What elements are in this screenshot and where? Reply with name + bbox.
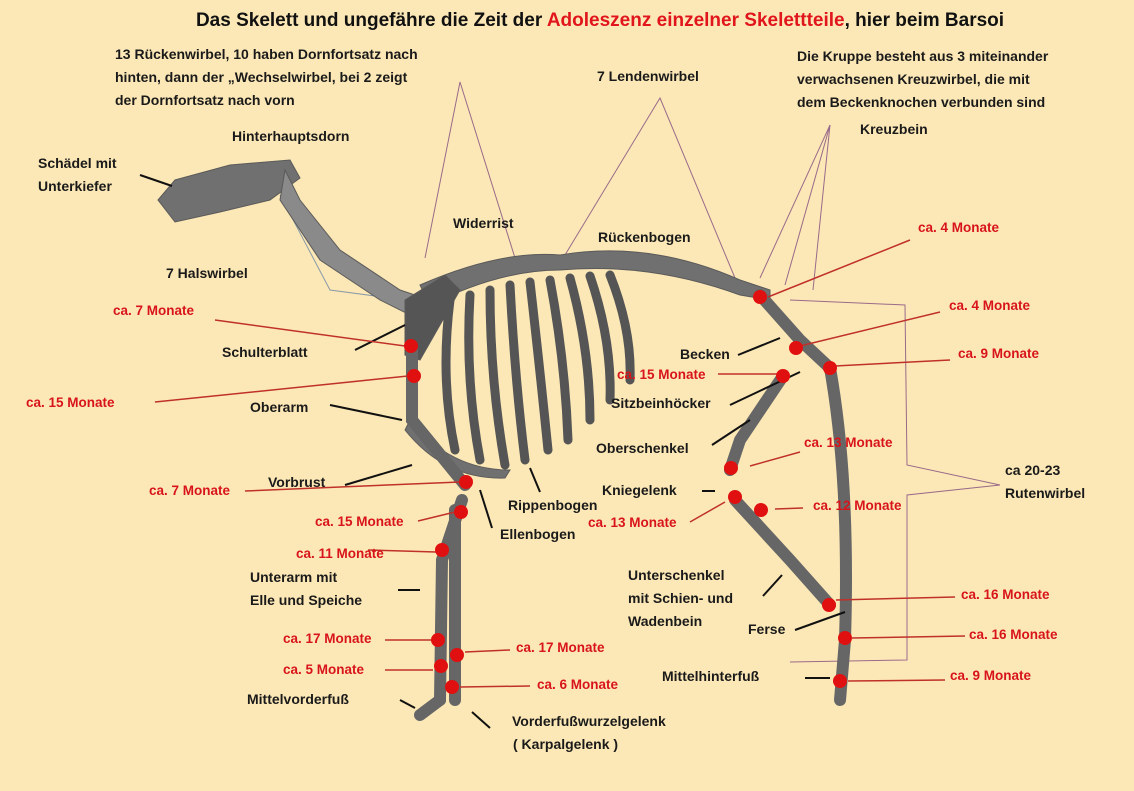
bracket-lines [279, 81, 1001, 663]
note-line: dem Beckenknochen verbunden sind [797, 94, 1046, 110]
note-lumbar: 7 Lendenwirbel [597, 68, 699, 84]
label-sitzbeinhoecker: Sitzbeinhöcker [611, 395, 711, 411]
title-text: Das Skelett und ungefähre die Zeit der [195, 10, 547, 31]
marker [776, 369, 790, 383]
spine [419, 250, 771, 306]
note-thoracic: 13 Rückenwirbel, 10 haben Dornfortsatz n… [115, 43, 418, 112]
age-label: ca. 13 Monate [804, 435, 893, 450]
ribs [441, 270, 635, 470]
label-vorbrust: Vorbrust [268, 474, 326, 490]
age-label: ca. 15 Monate [26, 395, 115, 410]
label-hinterhauptsdorn: Hinterhauptsdorn [232, 128, 350, 144]
label-line: Unterschenkel [628, 567, 725, 583]
note-line: der Dornfortsatz nach vorn [115, 92, 295, 108]
age-label: ca. 13 Monate [588, 515, 677, 530]
label-becken: Becken [680, 346, 730, 362]
label-kreuzbein: Kreuzbein [860, 121, 928, 137]
label-schulterblatt: Schulterblatt [222, 344, 308, 360]
label-rueckenbogen: Rückenbogen [598, 229, 691, 245]
age-label: ca. 9 Monate [950, 668, 1032, 683]
note-line: Die Kruppe besteht aus 3 miteinander [797, 48, 1049, 64]
marker [404, 339, 418, 353]
age-label: ca. 16 Monate [961, 587, 1050, 602]
label-ellenbogen: Ellenbogen [500, 526, 576, 542]
marker [407, 369, 421, 383]
age-label: ca. 17 Monate [516, 640, 605, 655]
label-oberarm: Oberarm [250, 399, 309, 415]
marker [450, 648, 464, 662]
label-vorderfusswurzel: Vorderfußwurzelgelenk ( Karpalgelenk ) [512, 710, 666, 756]
label-line: ( Karpalgelenk ) [513, 736, 619, 752]
note-line: verwachsenen Kreuzwirbel, die mit [797, 71, 1030, 87]
age-label: ca. 5 Monate [283, 662, 365, 677]
marker [833, 674, 847, 688]
label-line: Rutenwirbel [1005, 485, 1086, 501]
age-label: ca. 4 Monate [918, 220, 1000, 235]
age-label: ca. 12 Monate [813, 498, 902, 513]
label-line: ca 20-23 [1005, 462, 1061, 478]
skeleton [157, 159, 852, 721]
age-label: ca. 6 Monate [537, 677, 619, 692]
label-line: Vorderfußwurzelgelenk [512, 713, 666, 729]
label-ferse: Ferse [748, 621, 786, 637]
marker [431, 633, 445, 647]
growth-plate-markers [404, 290, 852, 694]
marker [822, 598, 836, 612]
label-line: Schädel mit [38, 155, 117, 171]
note-line: hinten, dann der „Wechselwirbel, bei 2 z… [115, 69, 408, 85]
marker [753, 290, 767, 304]
hind-leg [724, 289, 852, 706]
age-label: ca. 15 Monate [315, 514, 404, 529]
age-label: ca. 11 Monate [296, 546, 384, 561]
age-label: ca. 7 Monate [149, 483, 231, 498]
label-halswirbel: 7 Halswirbel [166, 265, 248, 281]
marker [789, 341, 803, 355]
age-label: ca. 4 Monate [949, 298, 1031, 313]
label-line: Unterarm mit [250, 569, 338, 585]
marker [823, 361, 837, 375]
label-line: mit Schien- und [628, 590, 733, 606]
label-kniegelenk: Kniegelenk [602, 482, 677, 498]
marker [754, 503, 768, 517]
label-line: Elle und Speiche [250, 592, 363, 608]
note-croup: Die Kruppe besteht aus 3 miteinander ver… [797, 45, 1048, 114]
label-mittelvorderfuss: Mittelvorderfuß [247, 691, 349, 707]
age-label: ca. 16 Monate [969, 627, 1058, 642]
age-label: ca. 17 Monate [283, 631, 372, 646]
skull [157, 159, 301, 223]
marker [435, 543, 449, 557]
title-text-end: , hier beim Barsoi [844, 10, 1005, 31]
label-mittelhinterfuss: Mittelhinterfuß [662, 668, 760, 684]
marker [445, 680, 459, 694]
marker [454, 505, 468, 519]
marker [724, 461, 738, 475]
label-line: Wadenbein [628, 613, 703, 629]
note-line: 13 Rückenwirbel, 10 haben Dornfortsatz n… [115, 46, 418, 62]
label-oberschenkel: Oberschenkel [596, 440, 689, 456]
title-highlight: Adoleszenz einzelner Skelettteile [546, 10, 845, 31]
marker [728, 490, 742, 504]
page-title: Das Skelett und ungefähre die Zeit der A… [0, 10, 1134, 32]
label-line: Unterkiefer [38, 178, 112, 194]
marker [838, 631, 852, 645]
marker [434, 659, 448, 673]
marker [459, 475, 473, 489]
label-widerrist: Widerrist [453, 215, 514, 231]
label-rippenbogen: Rippenbogen [508, 497, 598, 513]
age-label: ca. 9 Monate [958, 346, 1040, 361]
age-label: ca. 7 Monate [113, 303, 195, 318]
leader-lines [154, 239, 966, 688]
age-label: ca. 15 Monate [617, 367, 706, 382]
neck [279, 168, 431, 321]
